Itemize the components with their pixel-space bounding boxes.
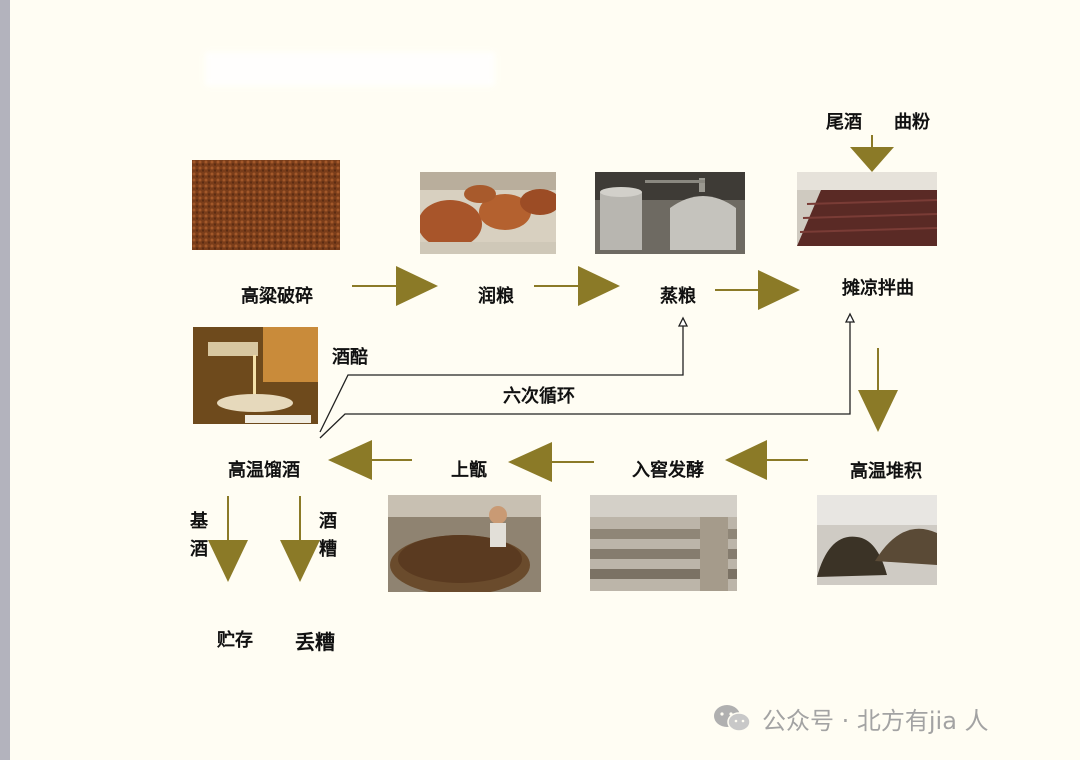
arrow-load-to-distill xyxy=(328,440,412,480)
step-steam: 蒸粮 xyxy=(660,286,696,307)
watermark-text: 公众号 · 北方有jia 人 xyxy=(762,706,989,735)
step-store: 贮存 xyxy=(217,630,253,651)
step-moisten: 润粮 xyxy=(478,286,514,307)
watermark: 公众号 · 北方有jia 人 xyxy=(712,700,989,736)
left-edge-bar xyxy=(0,0,10,760)
moistened-grain-piles-photo xyxy=(420,172,556,254)
arrow-inputs-down xyxy=(850,135,894,172)
loop-line-to-steam xyxy=(319,316,689,433)
step-stack: 高温堆积 xyxy=(850,461,922,482)
branch-lees: 酒 糟 xyxy=(318,508,338,564)
step-discard: 丢糟 xyxy=(295,630,335,654)
cellar-fermentation-photo xyxy=(590,495,737,591)
branch-lees-char-1: 酒 xyxy=(319,511,337,532)
label-sour-liquor: 酒醅 xyxy=(332,347,368,368)
blurred-title xyxy=(205,52,495,86)
loop-line-to-cool xyxy=(319,312,856,439)
label-six-cycle: 六次循环 xyxy=(503,386,575,407)
step-ferment: 入窖发酵 xyxy=(632,460,704,481)
arrow-to-store xyxy=(208,496,248,582)
arrow-stack-to-ferment xyxy=(725,440,808,480)
steaming-vessels-photo xyxy=(595,172,745,254)
branch-base-liquor-char-2: 酒 xyxy=(190,539,208,560)
arrow-steam-to-cool xyxy=(715,270,800,310)
branch-base-liquor: 基 酒 xyxy=(189,508,209,564)
wechat-icon xyxy=(714,705,751,732)
loading-steamer-photo xyxy=(388,495,541,592)
sorghum-grain-photo xyxy=(192,160,340,250)
spreading-cooling-photo xyxy=(797,172,937,246)
step-load: 上甑 xyxy=(451,460,487,481)
arrow-grind-to-moisten xyxy=(352,266,438,306)
branch-lees-char-2: 糟 xyxy=(319,539,337,560)
input-qu-powder: 曲粉 xyxy=(894,112,930,133)
arrow-moisten-to-steam xyxy=(534,266,620,306)
liquor-pouring-photo xyxy=(193,327,318,424)
branch-base-liquor-char-1: 基 xyxy=(190,511,208,532)
arrow-ferment-to-load xyxy=(508,442,594,482)
arrow-to-discard xyxy=(280,496,320,582)
step-grind: 高粱破碎 xyxy=(241,286,313,307)
input-tail-liquor: 尾酒 xyxy=(826,112,862,133)
step-cool-mix: 摊凉拌曲 xyxy=(842,278,914,299)
high-temp-stacking-photo xyxy=(817,495,937,585)
step-distill: 高温馏酒 xyxy=(228,460,300,481)
arrow-cool-to-stack xyxy=(858,348,898,432)
